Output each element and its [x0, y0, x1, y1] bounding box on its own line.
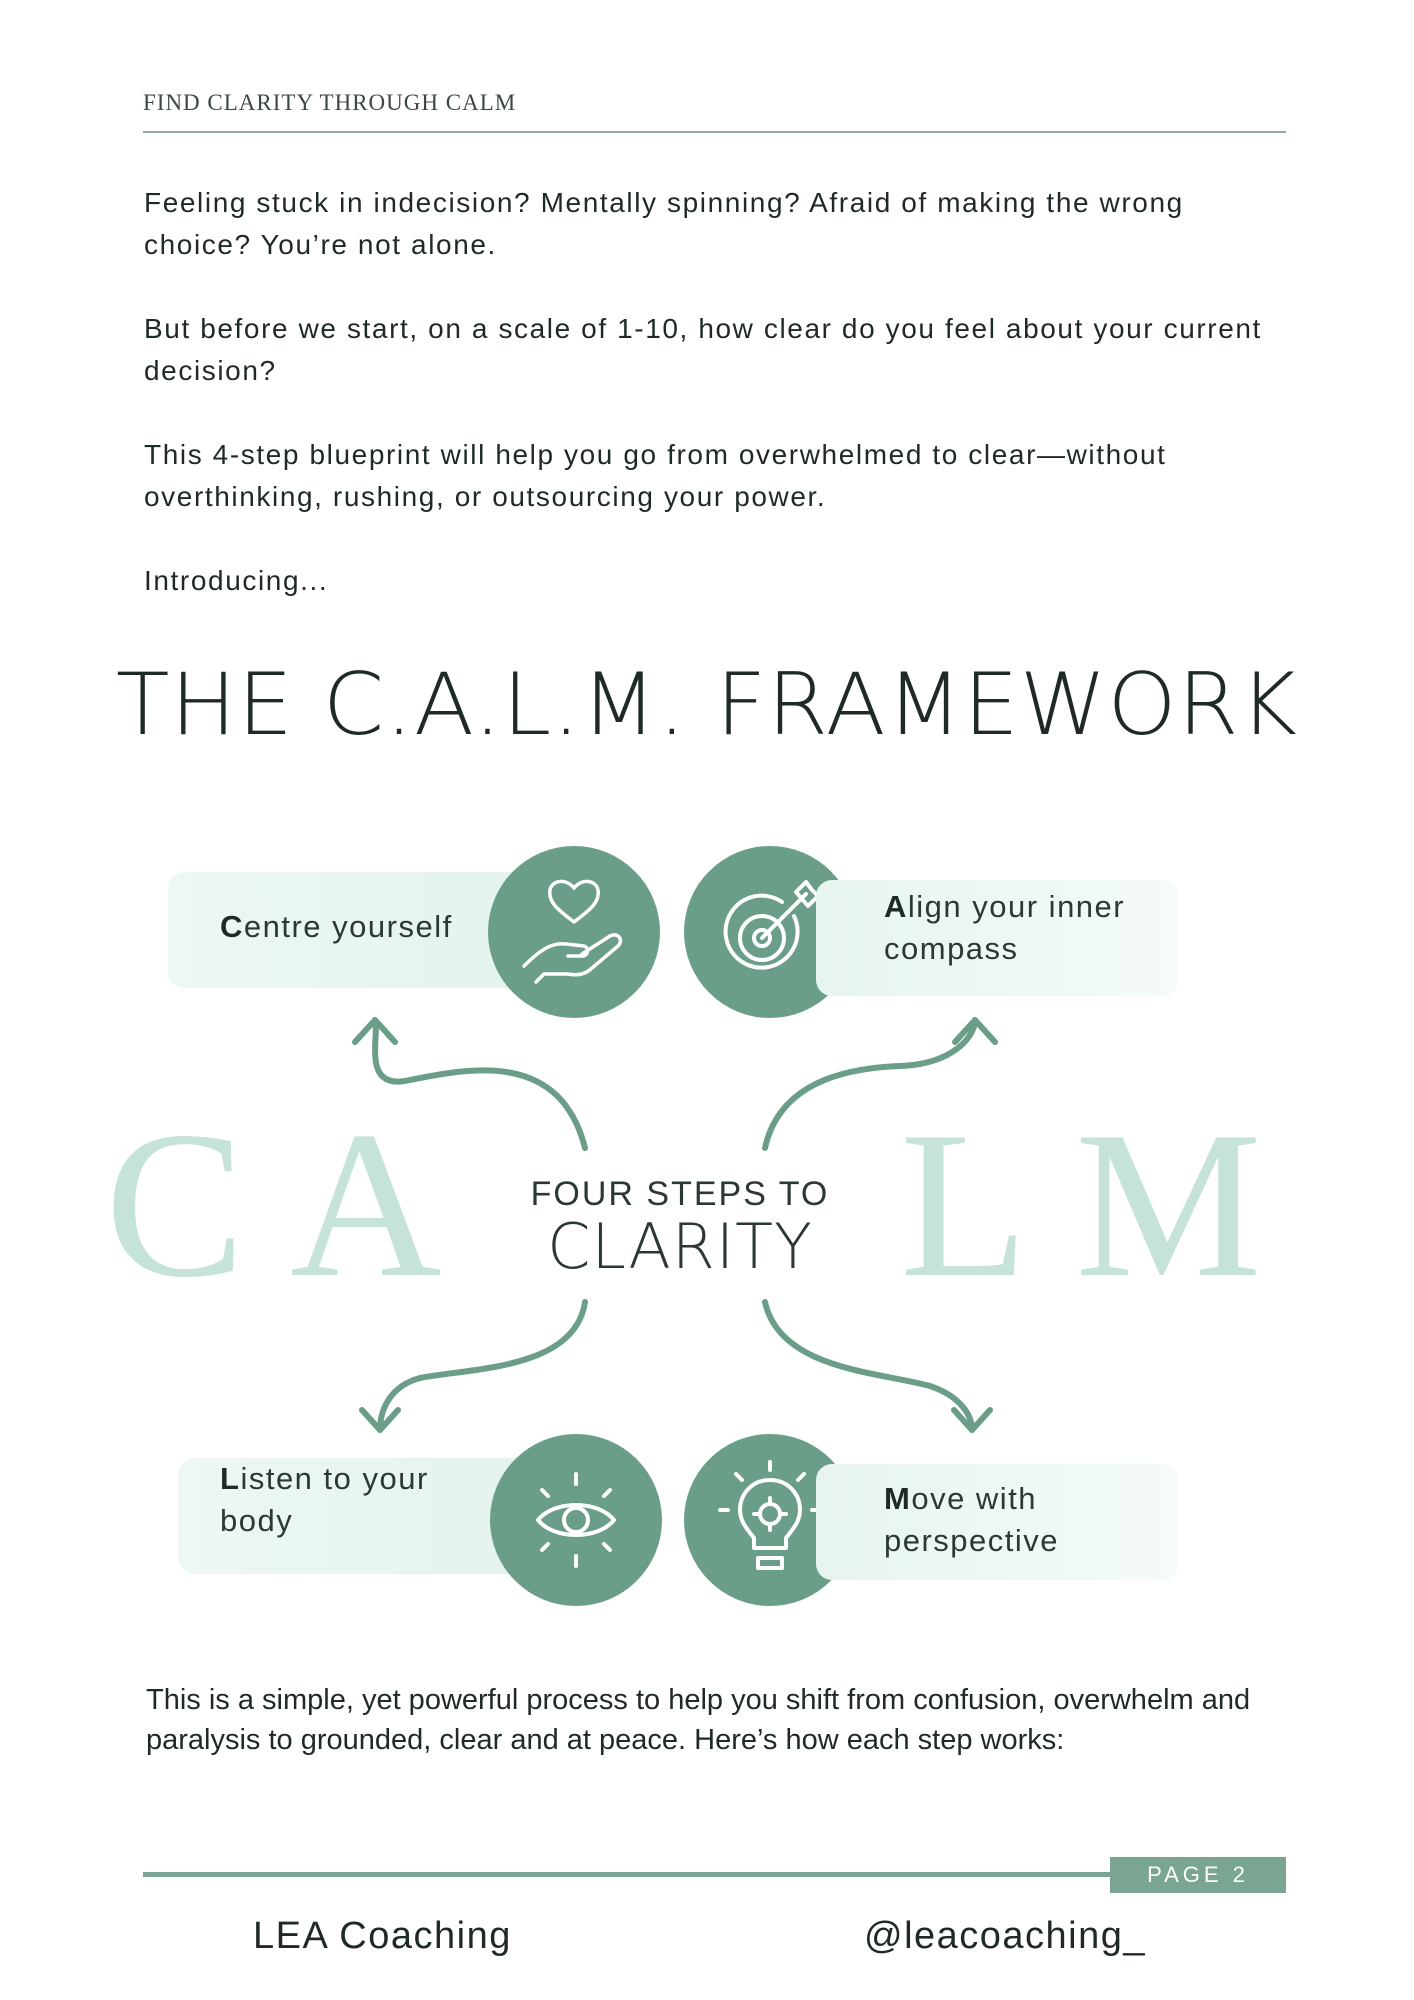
big-letter-a: A: [290, 1089, 472, 1321]
intro-paragraph-2: But before we start, on a scale of 1-10,…: [144, 313, 1262, 386]
footer-social-handle: @leacoaching_: [864, 1915, 1147, 1957]
arrowhead-move: [951, 1407, 993, 1433]
step-move-card: [816, 1464, 1178, 1580]
heart-hand-icon: [522, 879, 623, 984]
big-letter-l: L: [900, 1089, 1059, 1321]
outro-paragraph: This is a simple, yet powerful process t…: [146, 1684, 1251, 1756]
arrow-to-move: [762, 1299, 975, 1433]
step-centre-label: Centre yourself: [220, 909, 453, 944]
big-letter-c: C: [105, 1089, 276, 1321]
footer-brand: LEA Coaching: [253, 1915, 512, 1957]
arrow-to-listen: [377, 1299, 588, 1433]
lightbulb-gear-icon: [718, 1460, 822, 1570]
step-align-card: [816, 880, 1178, 996]
arrowhead-listen: [359, 1407, 401, 1433]
step-move-label: Move with perspective: [884, 1481, 1060, 1558]
step-align-label: Align your inner compass: [884, 889, 1126, 966]
header-title: FIND CLARITY THROUGH CALM: [143, 90, 517, 115]
center-label-line2: CLARITY: [547, 1210, 813, 1283]
step-centre-card: [168, 872, 528, 988]
arrows-layer: [352, 1017, 998, 1433]
step-listen-label: Listen to your body: [220, 1461, 429, 1538]
arrowhead-centre: [352, 1017, 398, 1045]
intro-paragraph-4: Introducing...: [144, 565, 329, 596]
center-label: FOUR STEPS TO CLARITY: [480, 1175, 880, 1283]
intro-section: Feeling stuck in indecision? Mentally sp…: [144, 182, 1284, 644]
eye-icon: [536, 1472, 616, 1568]
step-listen-circle: [490, 1434, 662, 1606]
arrowhead-align: [952, 1017, 998, 1045]
big-letter-m: M: [1075, 1089, 1292, 1321]
center-label-line1: FOUR STEPS TO: [530, 1175, 830, 1213]
arrow-to-centre: [372, 1017, 588, 1151]
calm-diagram: C A L M FOUR STEPS TO CLARITY Centre you…: [0, 830, 1414, 1630]
intro-paragraph-3: This 4-step blueprint will help you go f…: [144, 439, 1167, 512]
arrow-to-align: [762, 1017, 978, 1151]
target-arrow-icon: [723, 880, 820, 970]
page-number-badge: PAGE 2: [1110, 1857, 1286, 1893]
intro-paragraph-1: Feeling stuck in indecision? Mentally sp…: [144, 187, 1184, 260]
footer-divider: [143, 1872, 1143, 1877]
header-divider: [143, 131, 1286, 133]
step-listen-card: [178, 1458, 538, 1574]
step-centre-circle: [488, 846, 660, 1018]
framework-title: THE C.A.L.M. FRAMEWORK: [115, 655, 1299, 755]
